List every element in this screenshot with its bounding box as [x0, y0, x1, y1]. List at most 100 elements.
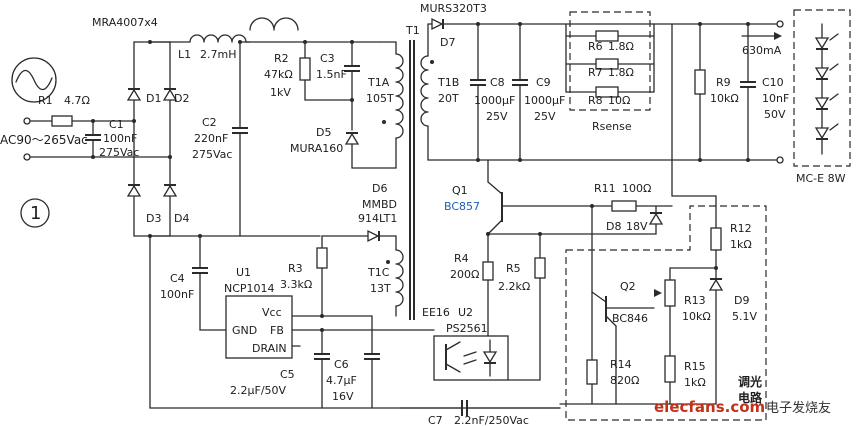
d4-label: D4 [174, 212, 189, 225]
q1-part: BC857 [444, 200, 480, 213]
output-current-arrow [741, 32, 782, 40]
dimming-dashed-box [565, 205, 767, 421]
d9-zener [708, 266, 724, 405]
rsense-resistors [565, 23, 655, 98]
c3-label: C3 [320, 52, 335, 65]
r6-value: 1.8Ω [608, 40, 634, 53]
r3-label: R3 [288, 262, 303, 275]
r11-label: R11 [594, 182, 616, 195]
c9-label: C9 [536, 76, 551, 89]
q2-part: BC846 [612, 312, 648, 325]
c8-label: C8 [490, 76, 505, 89]
d7-label: D7 [440, 36, 455, 49]
r11-resistor [590, 200, 673, 212]
d6-label: D6 [372, 182, 387, 195]
r13-label: R13 [684, 294, 706, 307]
d9-label: D9 [734, 294, 749, 307]
r5-resistor [507, 232, 546, 381]
l1-inductor [169, 34, 251, 43]
c8-capacitor [470, 22, 486, 162]
input-voltage-label: AC90～265Vac [0, 133, 88, 147]
r2-label: R2 [274, 52, 289, 65]
c2-value: 220nF [194, 132, 228, 145]
transformer-t1 [379, 40, 434, 320]
r9-value: 10kΩ [710, 92, 739, 105]
c5-capacitor [314, 328, 330, 409]
r14-label: R14 [610, 358, 632, 371]
c2-voltage: 275Vac [192, 148, 232, 161]
r9-resistor [694, 22, 706, 162]
c6-capacitor [364, 315, 380, 409]
c6-voltage: 16V [332, 390, 354, 403]
d9-value: 5.1V [732, 310, 757, 323]
d1-label: D1 [146, 92, 161, 105]
r1-resistor [51, 115, 135, 127]
c4-label: C4 [170, 272, 185, 285]
c4-value: 100nF [160, 288, 194, 301]
d7-diode [427, 17, 781, 57]
r14-resistor [586, 291, 598, 405]
r4-resistor [482, 261, 494, 337]
r4-value: 200Ω [450, 268, 479, 281]
t1a-label: T1A [367, 76, 390, 89]
l1-label: L1 [178, 48, 191, 61]
led-string [814, 23, 839, 155]
c5-value: 2.2μF/50V [230, 384, 287, 397]
r8-label: R8 [588, 94, 603, 107]
t1c-label: T1C [367, 266, 390, 279]
r12-value: 1kΩ [730, 238, 752, 251]
led-load-dashed-box [793, 9, 851, 167]
c9-voltage: 25V [534, 110, 556, 123]
r1-value: 4.7Ω [64, 94, 90, 107]
d6-diode [321, 229, 397, 317]
bridge-label: MRA4007x4 [92, 16, 158, 29]
c6-label: C6 [334, 358, 349, 371]
l1-value: 2.7mH [200, 48, 236, 61]
q2-transistor [591, 205, 655, 405]
c10-label: C10 [762, 76, 784, 89]
c7-capacitor [399, 400, 561, 416]
r5-value: 2.2kΩ [498, 280, 530, 293]
c9-capacitor [512, 22, 528, 162]
r5-label: R5 [506, 262, 521, 275]
r12-label: R12 [730, 222, 752, 235]
c10-value: 10nF [762, 92, 789, 105]
r7-value: 1.8Ω [608, 66, 634, 79]
u1-pin-fb: FB [270, 324, 284, 337]
u2-label: U2 [458, 306, 473, 319]
r7-label: R7 [588, 66, 603, 79]
t1b-turns: 20T [438, 92, 459, 105]
r11-value: 100Ω [622, 182, 651, 195]
rsense-label: Rsense [592, 120, 632, 133]
r15-value: 1kΩ [684, 376, 706, 389]
r6-label: R6 [588, 40, 603, 53]
t1-label: T1 [405, 24, 420, 37]
u2-part: PS2561 [446, 322, 488, 335]
r2-value: 47kΩ [264, 68, 293, 81]
l1-secondary-coil [249, 17, 299, 31]
c8-value: 1000μF [474, 94, 515, 107]
c4-capacitor [192, 234, 227, 331]
u1-controller [225, 295, 435, 359]
dimming-label-line2: 电路 [738, 390, 763, 405]
c3-value: 1.5nF [316, 68, 347, 81]
circuit-number-circle [20, 198, 50, 228]
d5-diode [344, 99, 397, 169]
watermark-site: elecfans.com [654, 398, 765, 416]
r12-resistor [710, 223, 722, 269]
u1-pin-drain: DRAIN [252, 342, 287, 355]
r13-potentiometer [654, 267, 717, 357]
q2-label: Q2 [620, 280, 636, 293]
d8-label: D8 [606, 220, 621, 233]
bridge-rectifier [126, 40, 178, 238]
r13-value: 10kΩ [682, 310, 711, 323]
ac-input-symbol [11, 57, 57, 103]
d6-part-line1: MMBD [362, 198, 397, 211]
r2-resistor [299, 40, 353, 101]
circuit-number: 1 [30, 203, 41, 224]
u1-pin-vcc: Vcc [262, 306, 282, 319]
q1-transistor [486, 159, 593, 263]
d6-part-line2: 914LT1 [358, 212, 397, 225]
c7-value: 2.2nF/250Vac [454, 414, 529, 426]
